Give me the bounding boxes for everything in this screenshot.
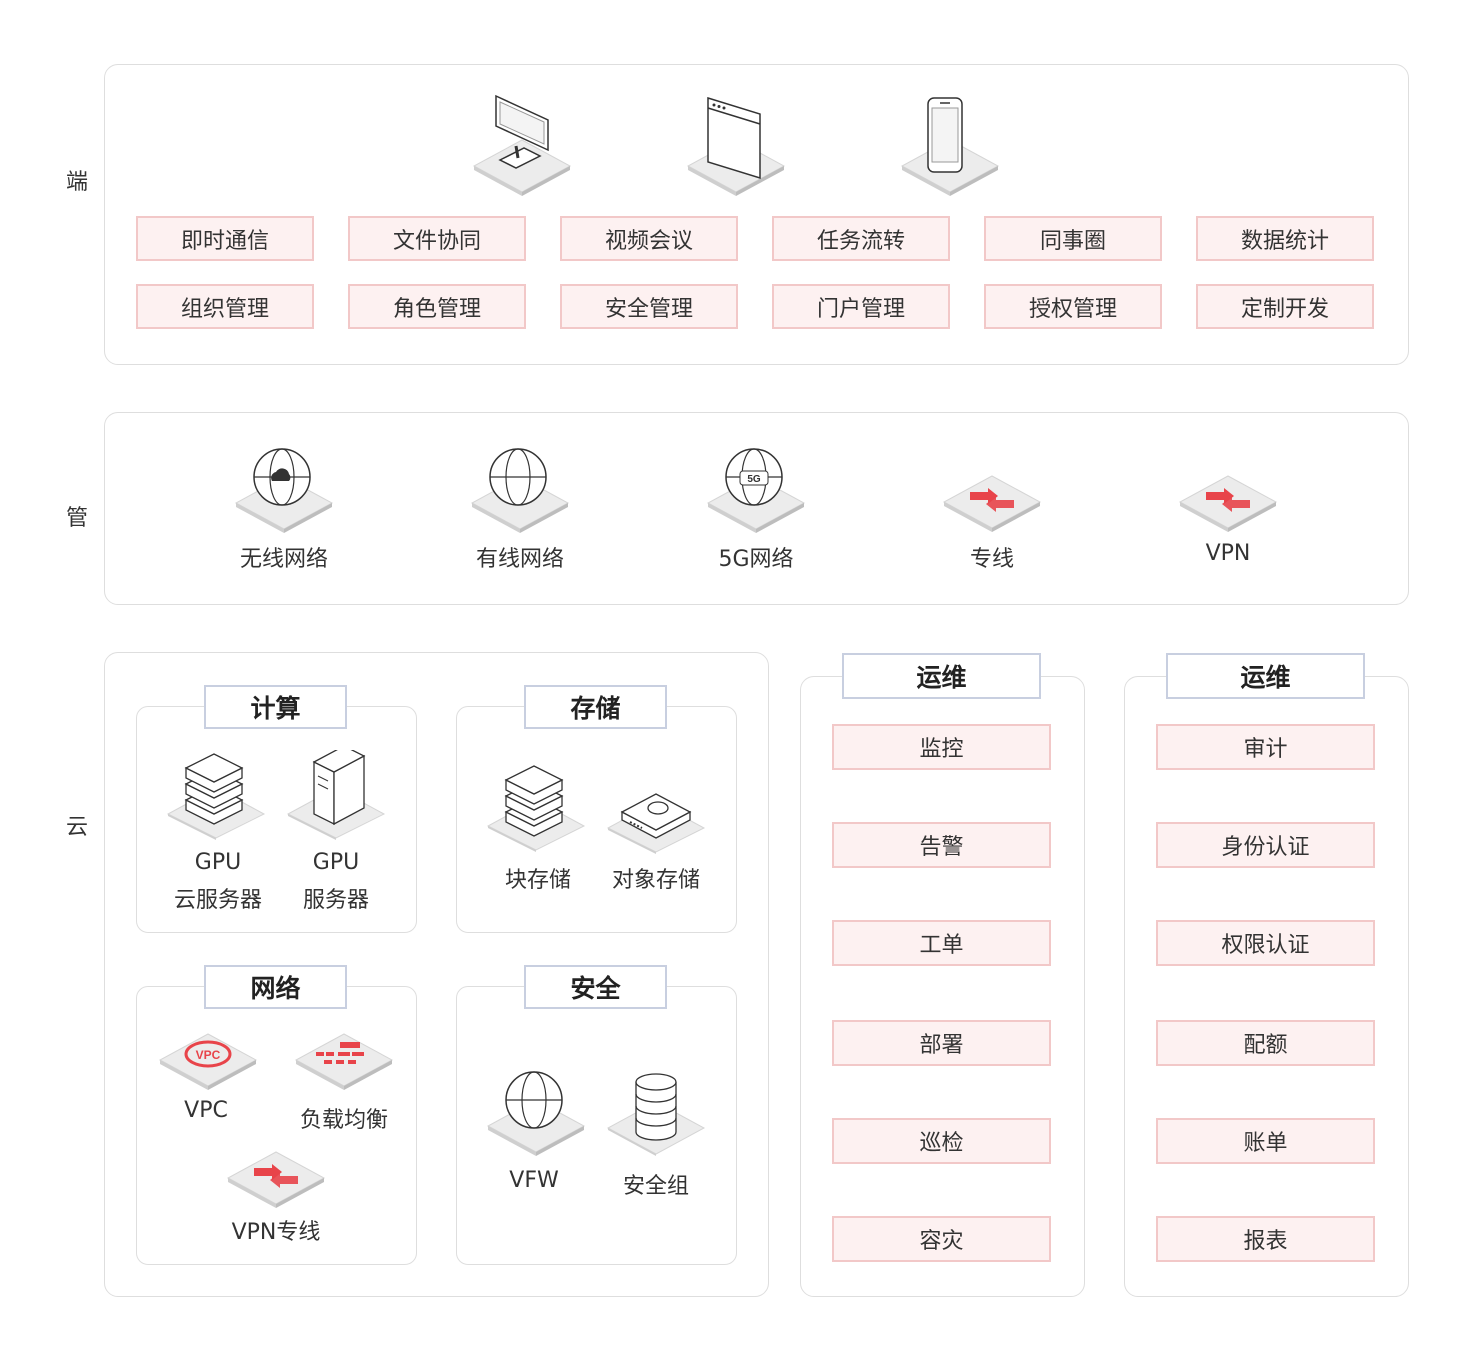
5g-badge-text: 5G [747,474,761,485]
ops-deploy[interactable]: 部署 [832,1020,1051,1066]
feature-security-mgmt[interactable]: 安全管理 [560,284,738,329]
network-label-5g: 5G网络 [718,547,794,572]
feature-custom-dev[interactable]: 定制开发 [1196,284,1374,329]
ops-quota[interactable]: 配额 [1156,1020,1375,1066]
load-balancer-icon [294,1030,394,1090]
storage-label-object: 对象存储 [611,868,700,893]
compute-label-gpu-server-1: GPU [312,850,360,875]
ops-report[interactable]: 报表 [1156,1216,1375,1262]
security-label-vfw: VFW [509,1168,559,1193]
compute-label-gpu-cloud-2: 云服务器 [173,888,262,913]
security-title: 安全 [524,965,667,1009]
ops-alarm[interactable]: 告警 [832,822,1051,868]
security-label-sg: 安全组 [622,1174,689,1199]
network-panel [136,986,417,1265]
ops-permission-auth[interactable]: 权限认证 [1156,920,1375,966]
ops-monitor[interactable]: 监控 [832,724,1051,770]
network-label-wireless: 无线网络 [239,547,328,572]
ops-billing[interactable]: 账单 [1156,1118,1375,1164]
feature-colleague-circle[interactable]: 同事圈 [984,216,1162,261]
ops-left-panel [800,676,1085,1297]
compute-label-gpu-server-2: 服务器 [302,888,369,913]
vpc-icon: VPC [158,1030,258,1090]
row-label-yun: 云 [66,815,89,840]
5g-globe-icon: 5G [706,445,806,533]
ops-right-title: 运维 [1166,653,1365,699]
vpc-badge-text: VPC [196,1048,221,1062]
storage-label-block: 块存储 [504,868,571,893]
mobile-phone-icon [900,96,1000,196]
desktop-monitor-icon [472,94,572,196]
block-storage-icon [486,764,586,852]
database-icon [606,1072,706,1156]
ops-ticket[interactable]: 工单 [832,920,1051,966]
compute-label-gpu-cloud-1: GPU [194,850,242,875]
object-storage-icon [606,786,706,854]
ops-disaster-recovery[interactable]: 容灾 [832,1216,1051,1262]
ops-audit[interactable]: 审计 [1156,724,1375,770]
row-label-guan: 管 [66,506,89,531]
wireless-globe-icon [234,445,334,533]
compute-title: 计算 [204,685,347,729]
feature-org-mgmt[interactable]: 组织管理 [136,284,314,329]
wired-globe-icon [470,445,570,533]
feature-auth-mgmt[interactable]: 授权管理 [984,284,1162,329]
ops-inspect[interactable]: 巡检 [832,1118,1051,1164]
firewall-globe-icon [486,1068,586,1156]
feature-video-meeting[interactable]: 视频会议 [560,216,738,261]
storage-title: 存储 [524,685,667,729]
vpn-line-icon [226,1148,326,1208]
network-label-dedicated: 专线 [969,547,1014,572]
vpn-icon [1178,470,1278,532]
server-stack-icon [166,752,266,840]
row-label-duan: 端 [66,170,89,195]
network-label-vpc: VPC [184,1098,228,1123]
network-title: 网络 [204,965,347,1009]
feature-file-collab[interactable]: 文件协同 [348,216,526,261]
server-tower-icon [286,750,386,840]
network-label-lb: 负载均衡 [299,1108,388,1133]
feature-task-flow[interactable]: 任务流转 [772,216,950,261]
dedicated-line-icon [942,470,1042,532]
network-label-vpn: VPN [1205,541,1251,566]
browser-window-icon [686,96,786,196]
network-label-wired: 有线网络 [475,547,564,572]
ops-right-panel [1124,676,1409,1297]
ops-left-title: 运维 [842,653,1041,699]
network-label-vpn-line: VPN专线 [231,1220,321,1245]
feature-portal-mgmt[interactable]: 门户管理 [772,284,950,329]
feature-role-mgmt[interactable]: 角色管理 [348,284,526,329]
feature-data-stats[interactable]: 数据统计 [1196,216,1374,261]
ops-identity-auth[interactable]: 身份认证 [1156,822,1375,868]
feature-im[interactable]: 即时通信 [136,216,314,261]
